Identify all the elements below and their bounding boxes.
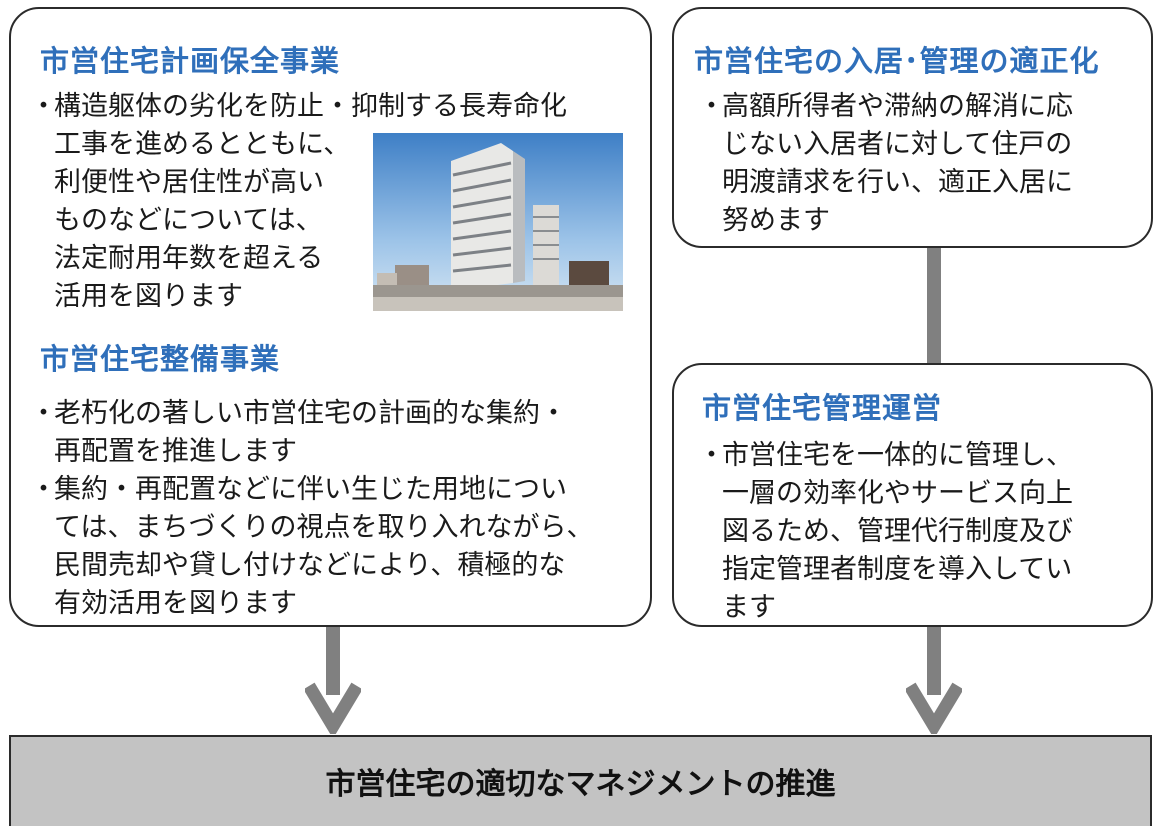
bullet-mark: ・ (698, 440, 725, 471)
bullet-occupancy: ・ 高額所得者や滞納の解消に応 じない入居者に対して住戸の 明渡請求を行い、適正… (698, 88, 1073, 240)
text-line: 構造躯体の劣化を防止・抑制する長寿命化 (54, 91, 567, 122)
text-line: 再配置を推進します (54, 436, 297, 467)
text-line: 法定耐用年数を超える (54, 243, 324, 274)
bullet-plan-maintenance: ・ 構造躯体の劣化を防止・抑制する長寿命化 工事を進めるとともに、 利便性や居住… (30, 88, 567, 316)
result-title: 市営住宅の適切なマネジメントの推進 (325, 767, 836, 802)
section-heading-development: 市営住宅整備事業 (40, 342, 281, 376)
text-line: 図るため、管理代行制度及び (722, 516, 1073, 547)
bullet-mark: ・ (698, 91, 725, 122)
text-line: 市営住宅を一体的に管理し、 (722, 440, 1073, 471)
bullet-land-use: ・ 集約・再配置などに伴い生じた用地につい ては、まちづくりの視点を取り入れなが… (30, 471, 593, 623)
bullet-consolidation: ・ 老朽化の著しい市営住宅の計画的な集約・ 再配置を推進します (30, 395, 567, 471)
text-line: ては、まちづくりの視点を取り入れながら、 (54, 512, 594, 543)
text-line: ます (722, 592, 776, 623)
connector-right-top-to-mid (927, 240, 941, 370)
text-line: 工事を進めるとともに、 (54, 129, 351, 160)
text-line: 民間売却や貸し付けなどにより、積極的な (54, 550, 566, 581)
text-line: ものなどについては、 (54, 205, 323, 236)
text-line: 老朽化の著しい市営住宅の計画的な集約・ (54, 398, 567, 429)
text-line: 高額所得者や滞納の解消に応 (722, 91, 1073, 122)
arrow-down-icon-right (906, 682, 962, 734)
left-panel (9, 7, 652, 627)
bottom-right-panel (672, 363, 1153, 627)
apartment-building-photo (373, 133, 623, 311)
bullet-mark: ・ (30, 398, 57, 429)
text-line: 有効活用を図ります (54, 588, 297, 619)
text-line: 一層の効率化やサービス向上 (722, 478, 1073, 509)
result-bar: 市営住宅の適切なマネジメントの推進 (9, 735, 1152, 826)
text-line: 利便性や居住性が高い (54, 167, 324, 198)
top-right-panel (672, 7, 1153, 248)
arrow-down-icon-left (305, 682, 361, 734)
text-line: じない入居者に対して住戸の (722, 129, 1073, 160)
text-line: 努めます (722, 205, 830, 236)
text-line: 集約・再配置などに伴い生じた用地につい (54, 474, 567, 505)
text-line: 明渡請求を行い、適正入居に (722, 167, 1073, 198)
text-line: 指定管理者制度を導入してい (722, 554, 1073, 585)
section-heading-plan-maintenance: 市営住宅計画保全事業 (40, 44, 341, 78)
bullet-mark: ・ (30, 474, 57, 505)
bullet-management: ・ 市営住宅を一体的に管理し、 一層の効率化やサービス向上 図るため、管理代行制… (698, 437, 1073, 627)
section-heading-occupancy: 市営住宅の入居･管理の適正化 (694, 44, 1100, 78)
text-line: 活用を図ります (54, 281, 243, 312)
connector-left-to-result (326, 625, 340, 695)
section-heading-management: 市営住宅管理運営 (702, 391, 943, 425)
bullet-mark: ・ (30, 91, 57, 122)
connector-right-to-result (927, 625, 941, 695)
